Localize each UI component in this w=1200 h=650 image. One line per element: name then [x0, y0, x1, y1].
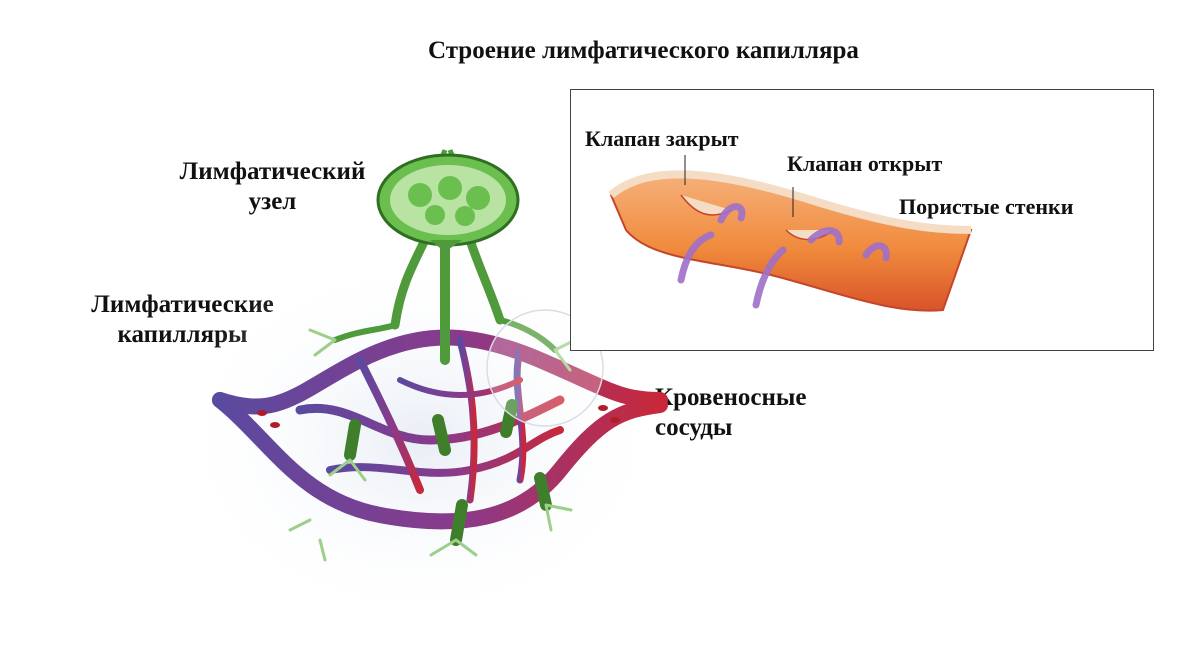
inset-panel: Клапан закрыт Клапан открыт Пористые сте… [570, 89, 1154, 351]
lymph-capillary-stubs [344, 399, 552, 546]
lymph-capillary-tips [288, 328, 577, 562]
label-valve-closed: Клапан закрыт [585, 126, 739, 151]
label-lymph-node: Лимфатический узел [160, 157, 385, 217]
label-valve-open: Клапан открыт [787, 151, 943, 176]
flow-arrows [677, 203, 890, 309]
diagram-title: Строение лимфатического капилляра [428, 37, 859, 64]
label-porous-walls: Пористые стенки [899, 194, 1074, 219]
lymph-vessels [332, 235, 558, 365]
lymph-node [376, 149, 520, 252]
label-lymph-node-line2: узел [248, 188, 297, 215]
capillary-cross-section-illustration [608, 155, 973, 312]
capillary-wall-edge [608, 170, 972, 234]
label-blood-line1: Кровеносные [655, 384, 807, 411]
label-lymph-node-line1: Лимфатический [179, 158, 366, 185]
blood-cells [257, 405, 620, 428]
